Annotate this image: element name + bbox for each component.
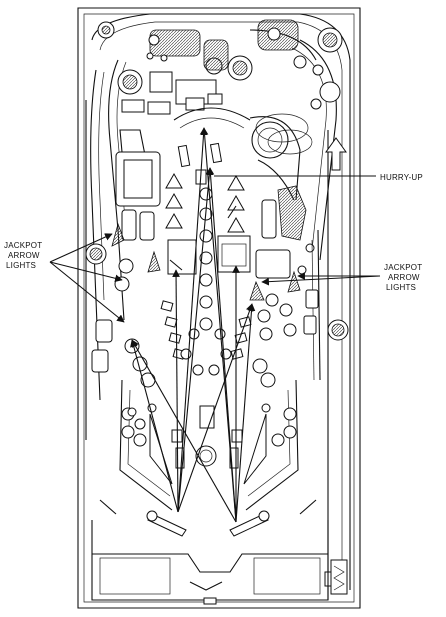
lower-playfield: [91, 379, 329, 605]
left-lane-guides: [115, 151, 161, 241]
lane-inserts: [124, 293, 297, 388]
label-jackpot-right-line2: ARROW: [388, 273, 420, 282]
label-jackpot-right-line1: JACKPOT: [384, 263, 422, 272]
callout-leaders: [49, 175, 381, 323]
annotation-labels: HURRY-UP JACKPOT ARROW LIGHTS JACKPOT AR…: [4, 173, 423, 292]
orbit-arrow-insert: [325, 137, 347, 171]
right-side-targets: [85, 243, 349, 417]
center-inserts: [165, 142, 251, 331]
label-jackpot-left-line3: LIGHTS: [6, 261, 36, 270]
label-jackpot-left-line1: JACKPOT: [4, 241, 42, 250]
jackpot-shot-arrows: [130, 127, 256, 523]
label-jackpot-left-line2: ARROW: [8, 251, 40, 260]
label-hurry-up: HURRY-UP: [380, 173, 423, 182]
label-jackpot-right-line3: LIGHTS: [386, 283, 416, 292]
top-bumper-area: [97, 19, 324, 115]
right-decorative-area: [255, 185, 321, 381]
left-orbit-ramps: [85, 59, 127, 440]
jackpot-arrow-inserts: [111, 222, 301, 301]
